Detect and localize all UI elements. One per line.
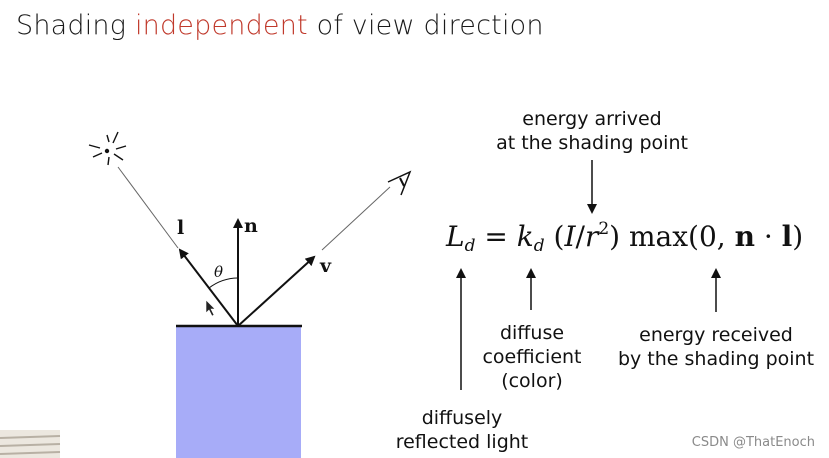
title-part1: Shading — [16, 10, 135, 41]
view-vector-arrow — [237, 255, 316, 327]
title-accent: independent — [134, 10, 308, 41]
view-direction-line — [321, 186, 391, 251]
eq-open: ( — [544, 220, 565, 253]
energy-received-line1: energy received — [639, 324, 793, 346]
eq-k-sub: d — [533, 236, 545, 256]
annotation-diffusely-reflected: diffusely reflected light — [384, 406, 540, 454]
eq-max: ) max(0, — [609, 220, 735, 253]
eq-r-sup: 2 — [598, 219, 610, 239]
eq-dot: · — [754, 220, 782, 253]
diffusely-line2: reflected light — [395, 431, 529, 453]
eq-n: n — [734, 220, 755, 253]
surface-block — [176, 326, 301, 458]
eq-r: r — [584, 220, 599, 253]
title-part2: of view direction — [307, 10, 544, 41]
corner-decoration — [0, 430, 61, 458]
eq-L: L — [446, 220, 465, 253]
label-theta: θ — [214, 263, 223, 281]
eq-L-sub: d — [464, 236, 476, 256]
diffuse-line3: (color) — [501, 370, 563, 392]
eq-l: l — [781, 220, 793, 253]
energy-arrived-line2: at the shading point — [496, 132, 688, 154]
watermark: CSDN @ThatEnoch — [691, 435, 815, 450]
energy-arrived-line1: energy arrived — [522, 108, 662, 130]
eq-end: ) — [792, 220, 804, 253]
eye-icon — [387, 170, 412, 196]
slide-title: Shading independent of view direction — [16, 10, 544, 41]
label-normal: n — [244, 215, 258, 237]
lambertian-equation: Ld = kd (I/r2) max(0, n · l) — [446, 219, 803, 256]
diffuse-line2: coefficient — [482, 346, 582, 368]
diffuse-line1: diffuse — [499, 322, 565, 344]
light-direction-line — [117, 166, 179, 249]
diffusely-line1: diffusely — [421, 407, 503, 429]
label-light: l — [177, 217, 184, 239]
eq-equals: = — [475, 220, 517, 253]
annotation-diffuse-coefficient: diffuse coefficient (color) — [476, 321, 588, 393]
eq-I: I — [564, 220, 576, 253]
eq-slash: / — [575, 220, 585, 253]
annotation-energy-arrived: energy arrived at the shading point — [484, 107, 700, 155]
energy-received-line2: by the shading point — [617, 348, 815, 370]
light-source-icon — [88, 131, 127, 166]
annotation-energy-received: energy received by the shading point — [608, 323, 824, 371]
label-view: v — [319, 255, 332, 277]
theta-arc — [208, 277, 239, 289]
mouse-cursor-icon — [205, 299, 216, 317]
eq-k: k — [516, 220, 534, 253]
